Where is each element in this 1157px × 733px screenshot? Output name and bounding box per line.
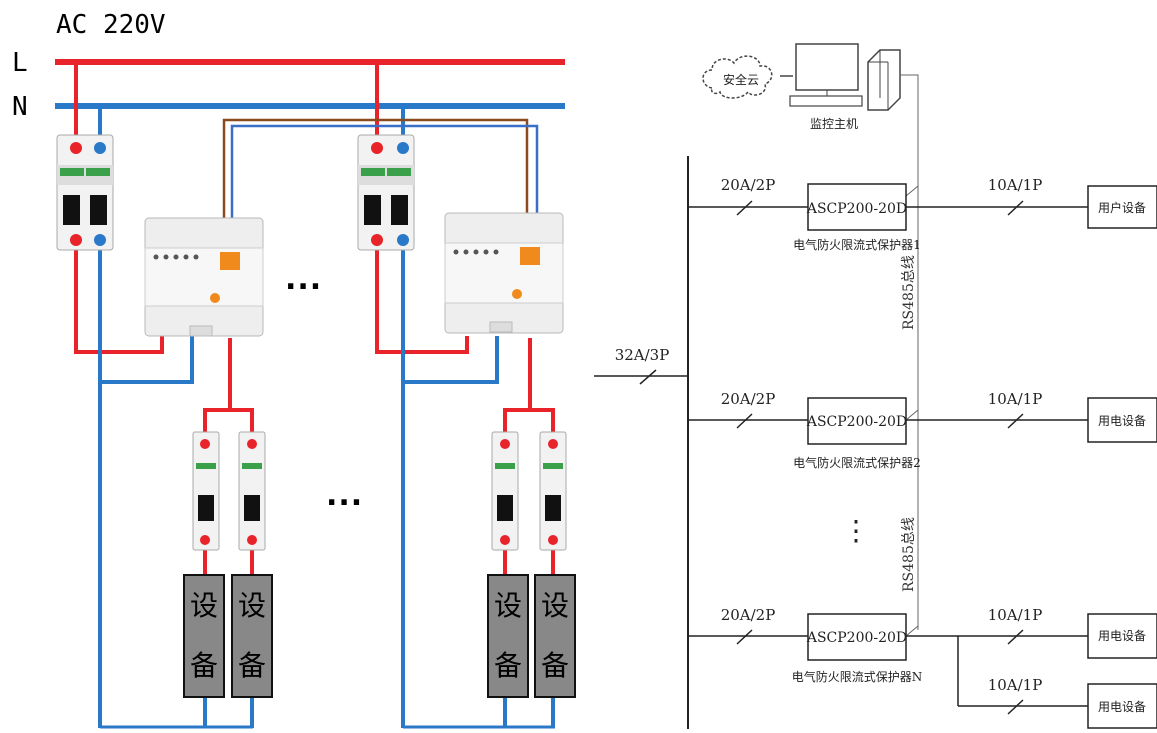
line-label: L [12, 48, 28, 78]
device-label-bottom: 备 [493, 649, 522, 682]
comm-wire-blue [230, 124, 539, 218]
device-label-bottom: 备 [237, 649, 266, 682]
load-1-label: 用户设备 [1098, 200, 1146, 215]
load-box-3 [1087, 613, 1157, 659]
load-3-label: 用电设备 [1098, 629, 1146, 643]
cloud-icon [702, 55, 773, 99]
protector-box-1 [807, 183, 907, 231]
protector-2-model: ASCP200-20D [806, 414, 907, 430]
branch-2-out-breaker [1007, 413, 1024, 429]
branch-n-breaker-symbol [736, 629, 753, 645]
load-box-1 [1087, 185, 1157, 229]
branch-2-out-breaker-label: 10A/1P [988, 390, 1043, 408]
device-box-4: 设 备 [534, 574, 576, 698]
protector-n-model: ASCP200-20D [806, 630, 907, 646]
protector-n-name: 电气防火限流式保护器N [792, 669, 923, 684]
device-label-top: 设 [189, 589, 218, 622]
branch-n-out-breaker [1007, 629, 1024, 645]
double-pole-breaker-2 [357, 134, 415, 251]
device-box-3: 设 备 [487, 574, 529, 698]
device-box-1: 设 备 [183, 574, 225, 698]
ellipsis-bottom: ... [326, 478, 364, 513]
rs485-link-1 [905, 185, 919, 197]
extra-out-breaker-label: 10A/1P [988, 676, 1043, 694]
branch-n-out-breaker-label: 10A/1P [988, 606, 1043, 624]
device-label-top: 设 [540, 589, 569, 622]
wire-mcb1-red-out [74, 245, 164, 354]
device-label-top: 设 [493, 589, 522, 622]
rs485-link-3 [905, 625, 919, 637]
branch-n-breaker-label: 20A/2P [721, 606, 776, 624]
single-pole-breaker-3 [491, 431, 519, 551]
protector-box-2 [807, 397, 907, 445]
branch-2-breaker-label: 20A/2P [721, 390, 776, 408]
rs485-bus [900, 74, 919, 630]
wire-prot2-red [503, 338, 532, 440]
load-box-2 [1087, 397, 1157, 443]
device-label-bottom: 备 [189, 649, 218, 682]
load-4-label: 用电设备 [1098, 700, 1146, 714]
branch-1-breaker-label: 20A/2P [721, 176, 776, 194]
wire-mcb2-red-out [375, 245, 469, 354]
wire-prot1-red-b [230, 408, 254, 440]
branch-1-breaker-symbol [736, 200, 753, 216]
double-pole-breaker-1 [56, 134, 114, 251]
comm-wire-brown [222, 118, 529, 218]
wire-prot1-red [203, 338, 232, 440]
load-box-4 [1087, 683, 1157, 729]
device-box-2: 设 备 [231, 574, 273, 698]
rs485-label-2: RS485总线 [901, 517, 917, 592]
wire-prot2-red-b [530, 408, 555, 440]
wire-mcb2-blue-out [401, 245, 499, 384]
ellipsis-top: ... [285, 262, 323, 297]
load-2-label: 用电设备 [1098, 414, 1146, 428]
host-label: 监控主机 [810, 117, 858, 131]
extra-out-breaker [1007, 699, 1024, 715]
wire-mcb1-blue-out [98, 245, 194, 384]
branch-1-out-breaker-label: 10A/1P [988, 176, 1043, 194]
cloud-label: 安全云 [723, 72, 759, 87]
single-pole-breaker-2 [238, 431, 266, 551]
protector-1-name: 电气防火限流式保护器1 [793, 237, 921, 252]
branch-1-out-breaker [1007, 200, 1024, 216]
single-pole-breaker-4 [539, 431, 567, 551]
device-label-top: 设 [237, 589, 266, 622]
protector-2-name: 电气防火限流式保护器2 [793, 455, 921, 470]
main-breaker-symbol [639, 369, 657, 385]
rs485-link-2 [905, 409, 919, 421]
rs485-label-1: RS485总线 [901, 255, 917, 330]
protector-1-model: ASCP200-20D [806, 201, 907, 217]
supply-label: AC 220V [56, 10, 166, 40]
vertical-ellipsis: ⋮ [842, 514, 870, 547]
neutral-label: N [12, 92, 28, 122]
main-breaker-label: 32A/3P [615, 346, 670, 364]
monitor-icon [789, 43, 863, 107]
fire-protector-module-1 [144, 217, 264, 337]
device-label-bottom: 备 [540, 649, 569, 682]
branch-2-breaker-symbol [736, 413, 753, 429]
single-pole-breaker-1 [192, 431, 220, 551]
protector-box-n [807, 613, 907, 661]
fire-protector-module-2 [444, 212, 564, 334]
server-tower-icon [867, 49, 901, 111]
